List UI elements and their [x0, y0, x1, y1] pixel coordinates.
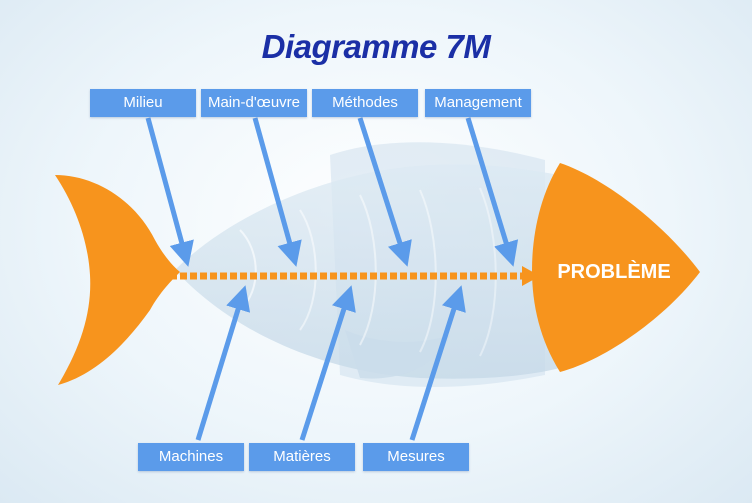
- diagram-title: Diagramme 7M: [261, 28, 491, 65]
- arrow-machines: [195, 285, 251, 441]
- cause-label-matieres: Matières: [249, 443, 355, 471]
- spine-arrowhead: [522, 266, 540, 286]
- fish-head: [532, 163, 700, 372]
- cause-label-milieu: Milieu: [90, 89, 196, 117]
- problem-label: PROBLÈME: [557, 260, 670, 283]
- cause-label-management: Management: [425, 89, 531, 117]
- cause-label-machines: Machines: [138, 443, 244, 471]
- cause-label-mesures: Mesures: [363, 443, 469, 471]
- arrow-main-doeuvre: [252, 117, 302, 267]
- cause-label-methodes: Méthodes: [312, 89, 418, 117]
- arrow-milieu: [145, 117, 194, 267]
- arrow-methodes: [357, 117, 412, 267]
- fish-body: [175, 142, 560, 388]
- arrow-matieres: [299, 285, 356, 441]
- arrow-mesures: [409, 285, 466, 441]
- fish-tail: [55, 175, 180, 385]
- cause-label-main-doeuvre: Main-d'œuvre: [201, 89, 307, 117]
- arrow-management: [465, 117, 519, 267]
